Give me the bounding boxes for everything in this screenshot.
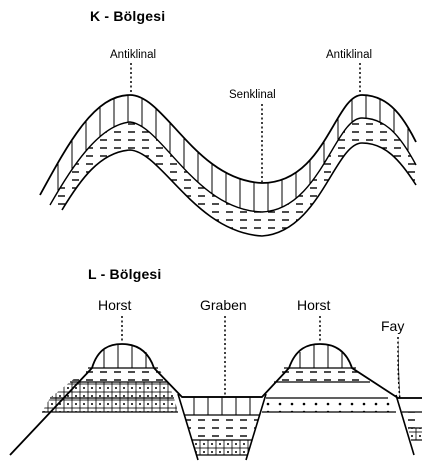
fault-block-right	[398, 398, 422, 440]
fold-diagram	[0, 63, 422, 250]
horst-right-block	[262, 344, 396, 412]
fault-diagram	[10, 316, 422, 460]
fold-lower-layer	[0, 100, 422, 250]
horst-left-block	[42, 344, 178, 412]
